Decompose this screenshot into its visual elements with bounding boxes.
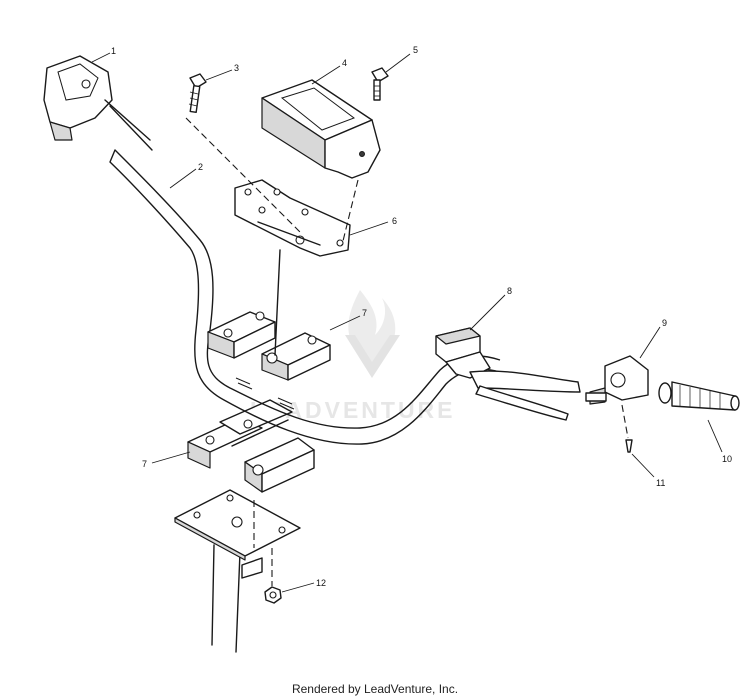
callout-12: 12 [316,578,326,588]
callout-4: 4 [342,58,347,68]
bolt-5 [371,67,389,101]
callout-3: 3 [234,63,239,73]
callout-11: 11 [656,478,665,488]
callout-1: 1 [111,46,116,56]
lower-clamp [187,399,315,493]
callout-9: 9 [662,318,667,328]
upper-clamp [207,249,331,381]
callout-10: 10 [722,454,732,464]
bolt-3 [185,73,301,233]
callout-7-upper: 7 [362,308,367,318]
left-control-housing [43,55,153,151]
handlebar-tube [109,149,501,445]
nut-12 [264,548,282,604]
callout-5: 5 [413,45,418,55]
base-plate [174,489,301,579]
callout-8: 8 [507,286,512,296]
right-switch-housing [585,355,649,453]
handlebar-grip [658,381,740,411]
footer-credit: Rendered by LeadVenture, Inc. [291,682,459,696]
callout-labels: 1 2 3 4 5 6 7 7 8 9 10 11 12 [111,45,732,588]
handlebar-parts-diagram: LEADVENTURE [43,45,740,653]
leader-lines [91,52,723,593]
mount-plate [234,179,351,257]
steering-post [211,544,241,653]
callout-2: 2 [198,162,203,172]
callout-7-lower: 7 [142,459,147,469]
handlebar-pad [261,79,381,246]
brake-master-cylinder [435,327,581,421]
callout-6: 6 [392,216,397,226]
